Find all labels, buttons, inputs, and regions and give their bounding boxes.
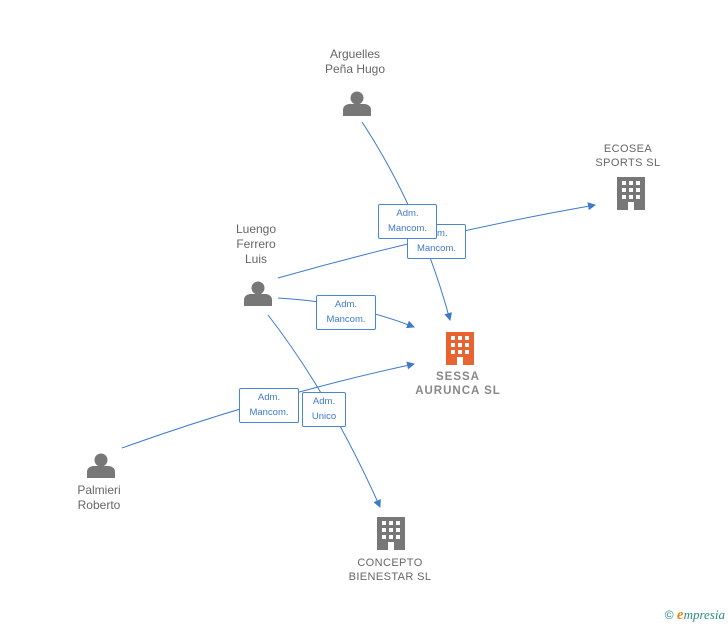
relation-label-luengo-sessa: Adm. Mancom. [316,295,376,330]
brand-logo: empresia [676,607,725,623]
person-name-palmieri[interactable]: Palmieri Roberto [77,483,121,512]
person-icon[interactable] [244,281,272,307]
person-icon[interactable] [87,453,115,479]
relation-label-arguelles-sessa: Adm. Mancom. [378,204,437,239]
building-icon[interactable] [617,177,645,210]
person-name-luengo[interactable]: Luengo Ferrero Luis [235,222,277,266]
copyright-icon: © [664,608,674,622]
building-icon[interactable] [377,517,405,550]
company-name-ecosea[interactable]: ECOSEA SPORTS SL [595,143,661,169]
brand-footer: © empresia [665,607,725,624]
person-icon[interactable] [343,91,371,117]
person-name-arguelles[interactable]: Arguelles Peña Hugo [324,47,386,76]
relation-label-luengo-concepto: Adm. Unico [302,392,346,427]
company-name-concepto[interactable]: CONCEPTO BIENESTAR SL [348,557,432,583]
main-building-icon[interactable] [446,332,474,365]
relation-label-palmieri-sessa: Adm. Mancom. [239,388,299,423]
company-name-sessa[interactable]: SESSA AURUNCA SL [415,371,501,397]
